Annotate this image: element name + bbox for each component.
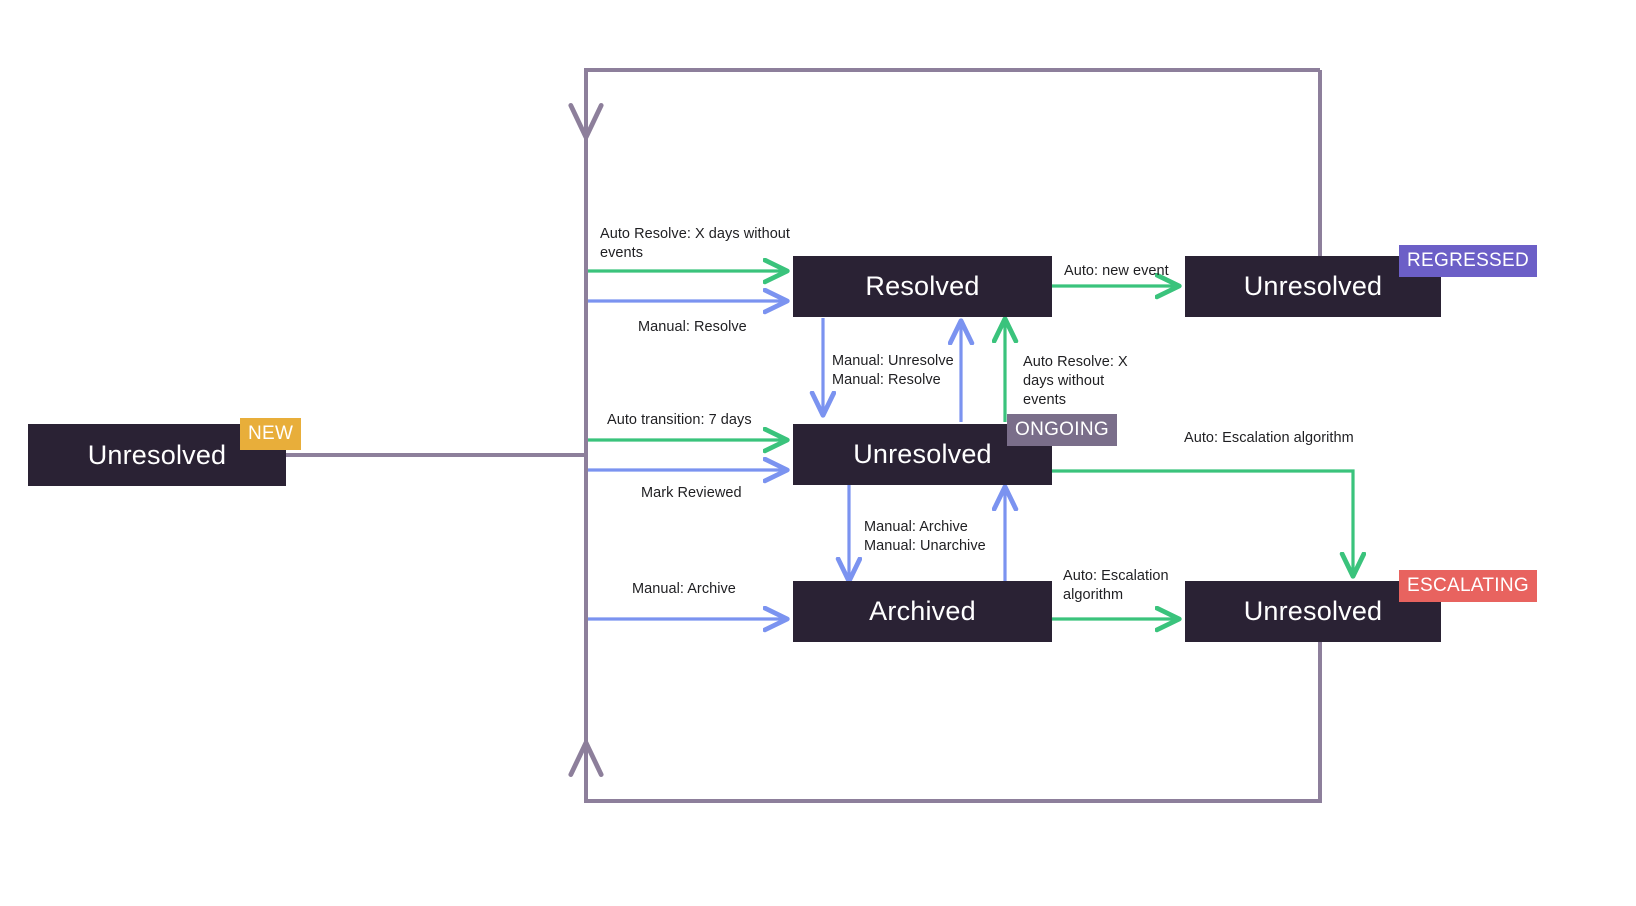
edge-label-auto-resolve-x-days: Auto Resolve: X days without events [600, 226, 790, 262]
edge-label-manual-unresolve-resolve: Manual: Unresolve Manual: Resolve [832, 353, 954, 389]
edge-label-auto-new-event: Auto: new event [1064, 263, 1169, 279]
status-badge-escalating: ESCALATING [1399, 570, 1537, 602]
edge-ongoing-to-escalating-auto [1052, 469, 1353, 575]
status-badge-ongoing-text: ONGOING [1015, 419, 1109, 440]
edge-label-mark-reviewed: Mark Reviewed [641, 485, 742, 501]
node-label: Unresolved [853, 439, 992, 469]
edge-loopback-bottom [568, 641, 1322, 803]
node-archived[interactable]: Archived [793, 581, 1052, 642]
edge-label-manual-archive: Manual: Archive [632, 581, 736, 597]
node-unresolved-escalating[interactable]: Unresolved [1185, 581, 1441, 642]
status-badge-escalating-text: ESCALATING [1407, 575, 1529, 596]
node-label: Resolved [865, 271, 980, 301]
status-badge-ongoing: ONGOING [1007, 414, 1117, 446]
node-resolved[interactable]: Resolved [793, 256, 1052, 317]
node-unresolved-regressed[interactable]: Unresolved [1185, 256, 1441, 317]
node-label: Archived [869, 596, 976, 626]
edge-label-auto-escalation-algorithm-top: Auto: Escalation algorithm [1184, 430, 1354, 446]
status-badge-new: NEW [240, 418, 302, 450]
node-label: Unresolved [1243, 271, 1383, 301]
node-label: Unresolved [1243, 596, 1383, 626]
edge-label-auto-resolve-x-days-up: Auto Resolve: X days without events [1023, 354, 1128, 409]
edge-label-auto-transition-7-days: Auto transition: 7 days [607, 412, 752, 428]
status-badge-new-text: NEW [248, 423, 294, 444]
edge-label-auto-escalation-algorithm-bottom: Auto: Escalation algorithm [1063, 568, 1169, 604]
node-label: Unresolved [87, 439, 227, 470]
edge-new-trunk [286, 70, 588, 801]
status-badge-regressed: REGRESSED [1399, 245, 1538, 277]
edge-label-manual-archive-unarchive: Manual: Archive Manual: Unarchive [864, 519, 986, 555]
status-badge-regressed-text: REGRESSED [1407, 250, 1530, 271]
edge-label-manual-resolve: Manual: Resolve [638, 319, 747, 335]
